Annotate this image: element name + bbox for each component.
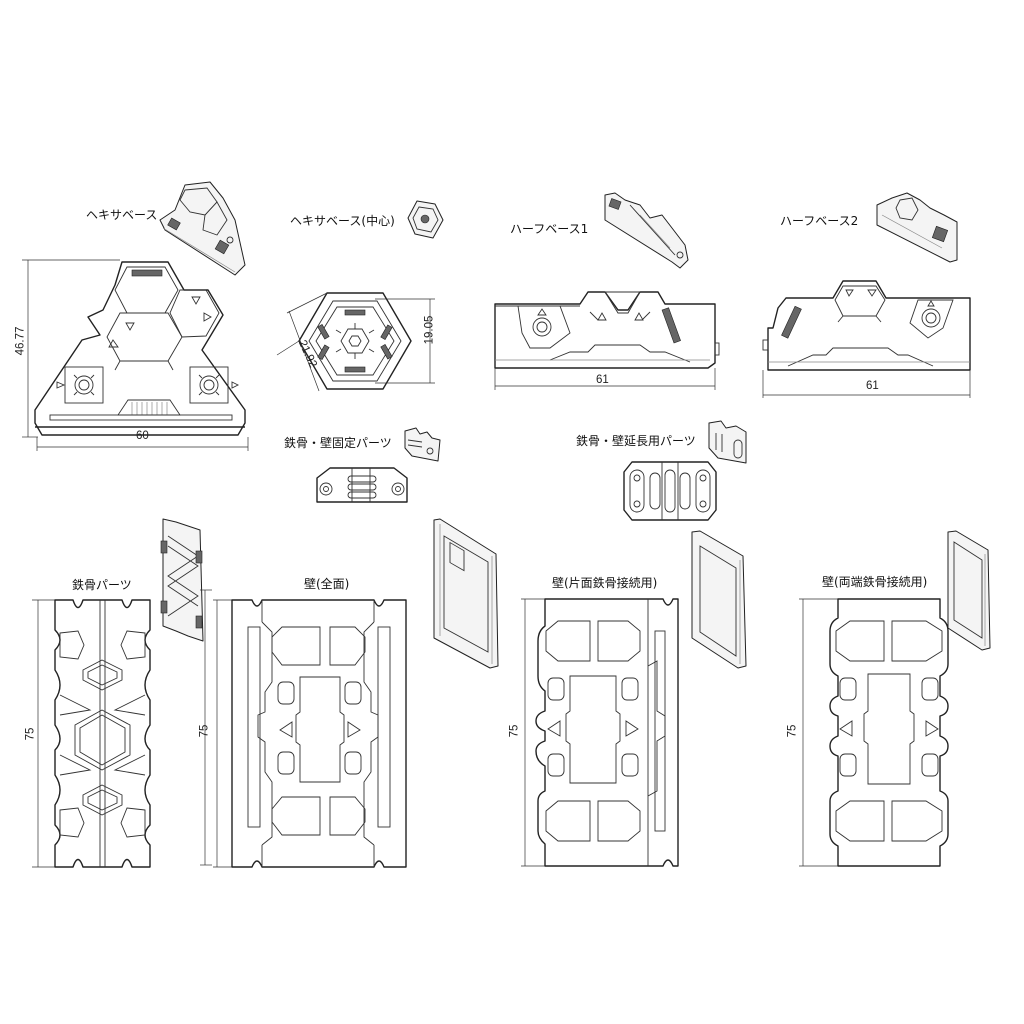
frame-wall-fix-top-view (316, 467, 408, 503)
part-label-half-base-2: ハーフベース2 (780, 214, 859, 228)
part-label-wall-full: 壁(全面) (304, 577, 350, 591)
hexa-base-front-view (22, 259, 249, 451)
half-base-1-front-view (494, 291, 720, 390)
frame-iso-view (160, 518, 204, 642)
part-label-half-base-1: ハーフベース1 (510, 222, 589, 236)
part-label-frame: 鉄骨パーツ (72, 578, 132, 592)
frame-wall-fix-iso-view (404, 427, 441, 462)
wall-both-ends-front-view (799, 598, 949, 867)
hexa-base-center-iso-view (407, 200, 444, 239)
half-base-2-iso-view (876, 192, 958, 263)
frame-wall-extension-iso-view (708, 420, 747, 464)
part-label-wall-both-ends-frame: 壁(両端鉄骨接続用) (822, 575, 928, 589)
frame-wall-extension-top-view (623, 461, 717, 521)
part-label-hexa-base-center: ヘキサベース(中心) (290, 214, 395, 228)
dim-wall-both-ends-height: 75 (786, 724, 799, 738)
hexa-base-center-top-view (276, 292, 435, 392)
dim-half-base-2-width: 61 (866, 380, 879, 392)
wall-one-side-iso-view (691, 530, 747, 669)
hexa-base-iso-view (159, 181, 246, 276)
half-base-1-iso-view (604, 192, 689, 269)
dim-hexa-center-height: 19.05 (423, 315, 436, 345)
dim-hexa-base-width: 60 (136, 430, 149, 442)
dim-wall-full-height: 75 (198, 724, 211, 738)
half-base-2-front-view (762, 280, 971, 398)
part-label-hexa-base: ヘキサベース (86, 208, 158, 222)
frame-front-view (32, 589, 212, 868)
wall-one-side-front-view (521, 598, 679, 867)
part-label-frame-wall-extension: 鉄骨・壁延長用パーツ (576, 434, 696, 448)
dim-half-base-1-width: 61 (596, 374, 609, 386)
wall-full-front-view (213, 599, 407, 868)
part-label-wall-one-side-frame: 壁(片面鉄骨接続用) (552, 576, 658, 590)
dim-hexa-base-height: 46.77 (14, 326, 27, 356)
wall-full-iso-view (433, 518, 499, 669)
dim-frame-height: 75 (24, 727, 37, 741)
part-label-frame-wall-fix: 鉄骨・壁固定パーツ (284, 436, 392, 450)
dim-wall-one-side-height: 75 (508, 724, 521, 738)
